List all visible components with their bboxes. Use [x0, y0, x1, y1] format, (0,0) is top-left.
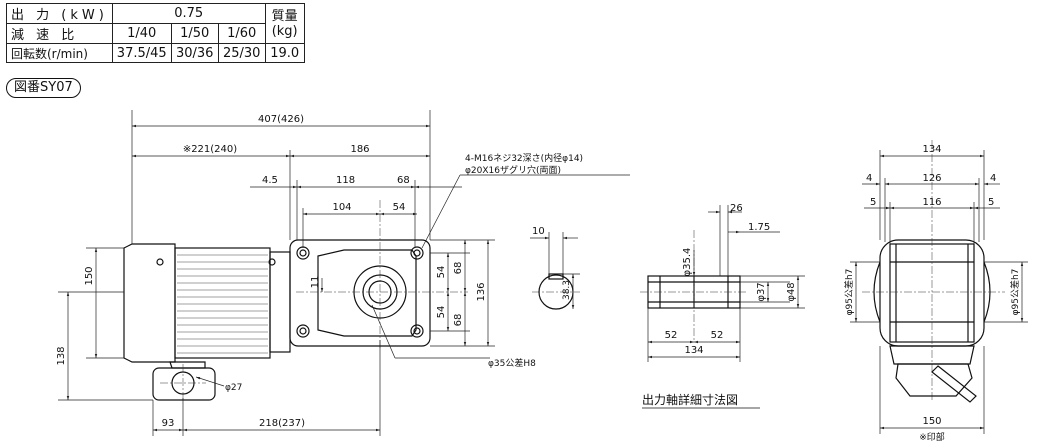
side-cable-gland: [931, 365, 977, 403]
mass-label: 質量: [271, 8, 298, 24]
gearbox-housing: [289, 239, 431, 347]
note-counterbore: φ20X16ザグリ穴(両面): [465, 164, 561, 176]
dim-key-width: 10: [532, 226, 545, 237]
mass-value: 19.0: [264, 43, 305, 63]
dim-phi48: φ48: [786, 282, 797, 301]
screw-icon: [268, 258, 276, 266]
side-note: ※印部: [919, 431, 945, 443]
dim-118: 118: [336, 175, 355, 186]
note-bore: φ35公差H8: [488, 357, 536, 369]
side-motor-stub: [889, 345, 975, 365]
dim-26: 26: [730, 203, 743, 214]
ratio-cell: 1/60: [217, 23, 266, 44]
side-view: 134 4 126 4 5 116 5 φ95公差h7 φ95公差h7 150 …: [843, 140, 1028, 443]
dim-phi27: φ27: [225, 383, 242, 393]
dim-4-5: 4.5: [262, 175, 278, 186]
dim-134-shaft: 134: [684, 345, 703, 356]
dim-52-a: 52: [665, 330, 678, 341]
fit-left: φ95公差h7: [843, 269, 855, 316]
dim-116: 116: [922, 197, 941, 208]
dim-52-b: 52: [711, 330, 724, 341]
mass-unit: (kg): [271, 23, 298, 39]
dim-4-b: 4: [990, 173, 996, 184]
dim-5-b: 5: [988, 197, 994, 208]
dim-68-right-2: 68: [453, 314, 464, 327]
spec-table: 出 力 (kW) 0.75 質量 (kg) 減 速 比 1/40 1/50 1/…: [6, 3, 305, 63]
screw-icon: [156, 258, 164, 266]
front-view: 407(426) ※221(240) 186 4.5 118 68 104 54…: [56, 110, 630, 436]
dim-134-side: 134: [922, 144, 941, 155]
dim-93: 93: [162, 418, 175, 429]
side-terminal-box: [895, 363, 973, 397]
dim-motor-length: ※221(240): [183, 144, 237, 155]
dim-key-depth: 38.3: [562, 280, 572, 300]
terminal-base: [169, 361, 206, 369]
dim-gear-length: 186: [350, 144, 369, 155]
dim-54-right-2: 54: [436, 306, 447, 319]
gearbox-face: [317, 249, 417, 337]
dim-126: 126: [922, 173, 941, 184]
speed-label: 回転数(r/min): [6, 43, 113, 63]
dim-11: 11: [310, 276, 321, 289]
shaft-detail: 26 1.75 φ35.4 φ37 φ48 52 52 134 出力軸詳細寸法図: [640, 203, 805, 409]
speed-cell: 30/36: [170, 43, 219, 63]
motor-end-cover: [123, 243, 176, 363]
dim-54-top: 54: [393, 202, 406, 213]
note-bolt: 4-M16ネジ32深さ(内径φ14): [465, 152, 583, 164]
dim-150-side: 150: [922, 416, 941, 427]
ratio-cell: 1/40: [111, 23, 172, 44]
dim-1-75: 1.75: [748, 222, 770, 233]
figure-number: 図番SY07: [6, 78, 81, 98]
shaft-section: 10 38.3: [530, 226, 580, 310]
dim-138: 138: [56, 346, 67, 365]
dim-136: 136: [476, 282, 487, 301]
bolt-holes: [296, 246, 424, 338]
reduction-label: 減 速 比: [6, 23, 113, 44]
dim-68-top: 68: [397, 175, 410, 186]
shaft-caption: 出力軸詳細寸法図: [642, 392, 738, 407]
fit-right: φ95公差h7: [1009, 269, 1021, 316]
dim-4-a: 4: [866, 173, 872, 184]
motor-body: [174, 247, 271, 359]
keyway: [548, 273, 564, 280]
dim-218: 218(237): [259, 418, 305, 429]
dim-phi37: φ37: [756, 282, 767, 301]
dim-54-right-1: 54: [436, 266, 447, 279]
dim-68-right-1: 68: [453, 262, 464, 275]
terminal-box: [152, 367, 216, 401]
motor-fins: [177, 254, 268, 354]
motor-flange: [269, 251, 291, 353]
dim-5-a: 5: [870, 197, 876, 208]
dim-104: 104: [332, 202, 351, 213]
ratio-cell: 1/50: [170, 23, 219, 44]
dim-overall: 407(426): [258, 114, 304, 125]
dim-150: 150: [84, 266, 95, 285]
speed-cell: 25/30: [217, 43, 266, 63]
dim-phi35-4: φ35.4: [682, 248, 693, 277]
